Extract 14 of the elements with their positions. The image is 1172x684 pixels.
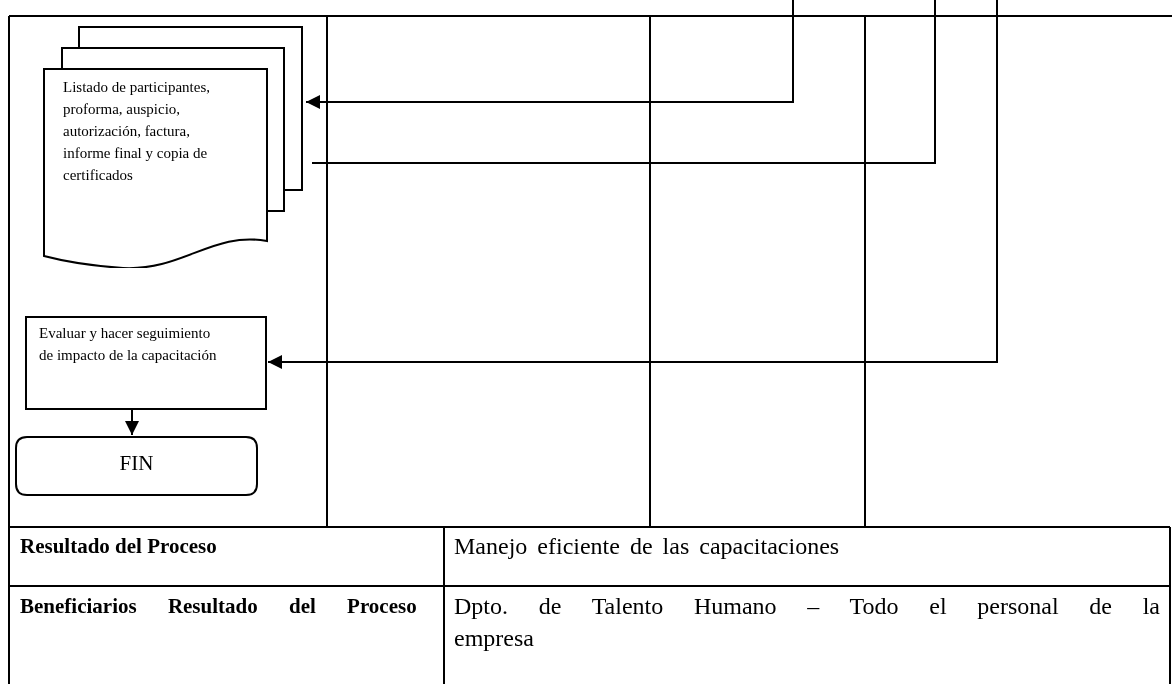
table-cell-text: Manejo eficiente de las capacitaciones [454,532,841,561]
arrow [305,0,794,109]
arrow [125,409,139,436]
table-header-text: Resultado del Proceso [20,533,218,560]
node-label: Evaluar y hacer seguimiento de impacto de la capacitación [39,324,218,365]
table-cell-text: Dpto. de Talento Humano – Todo el personal de la empresa [454,592,1160,653]
terminator-box [15,436,258,496]
node-label: Listado de participantes, proforma, auspicio, autorización, factura, informe final y copia de certificados [63,78,212,185]
process-box [25,316,267,410]
connector-line [311,0,936,164]
node-label: FIN [118,452,155,474]
table-header-text: Beneficiarios Resultado del Proceso [20,593,418,620]
arrow [267,0,998,369]
multi-document-shape [43,26,305,268]
